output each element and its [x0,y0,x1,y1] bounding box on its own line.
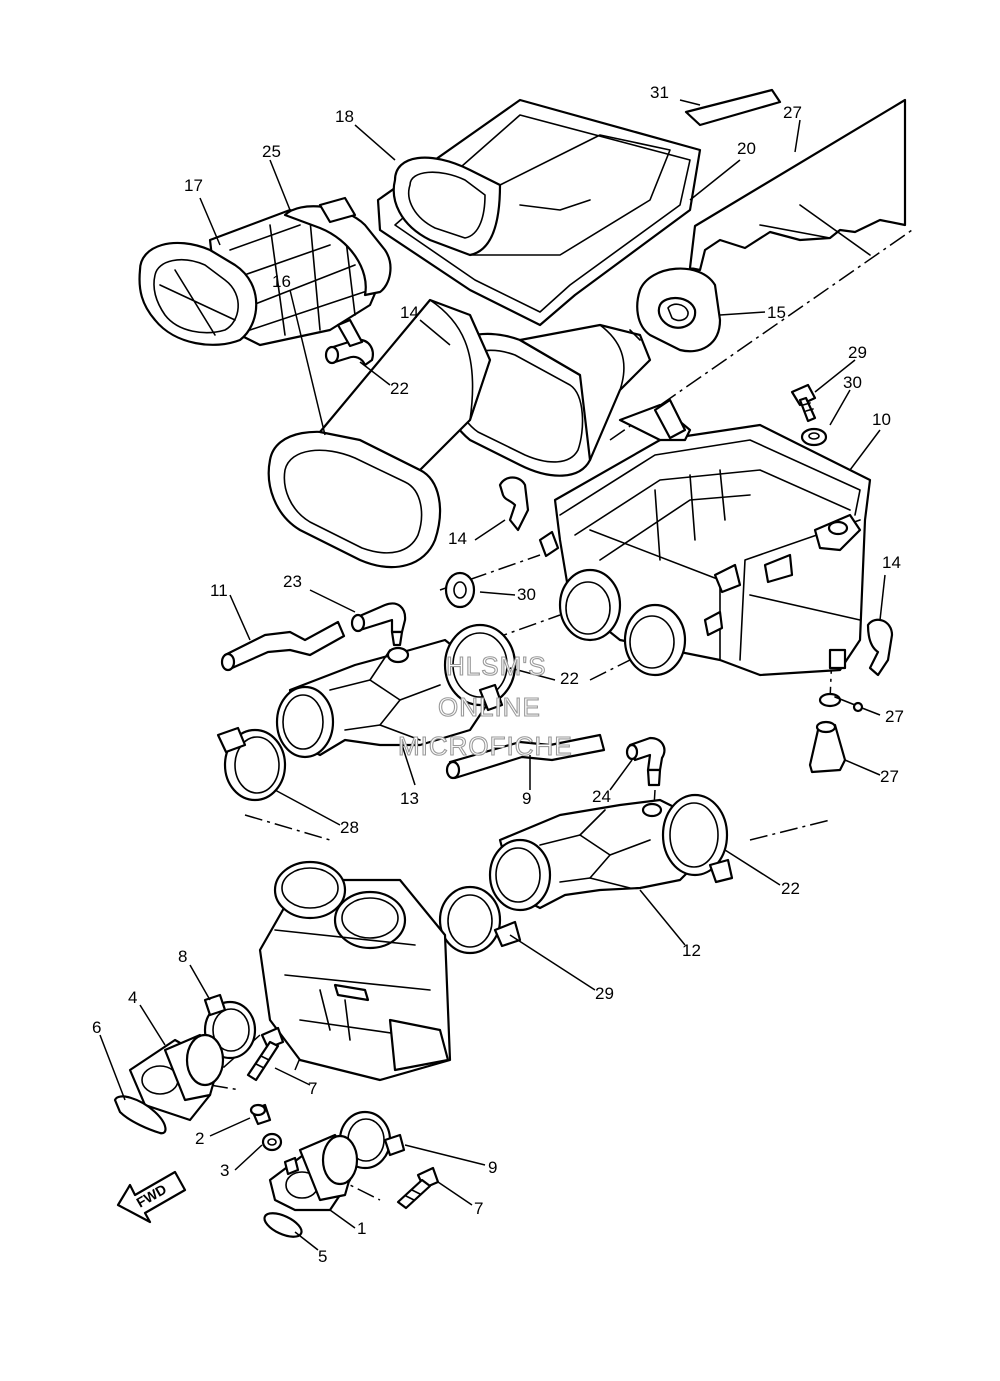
callout-17: 16 [272,272,291,291]
callout-14-left: 14 [448,529,467,548]
callout-10: 11 [210,581,228,600]
callout-5: 5 [318,1247,327,1266]
callout-25: 27 [880,767,899,786]
drain-cap-25 [808,720,847,774]
callout-31: 31 [650,83,669,102]
drain-clip-26 [818,692,864,713]
callout-28: 29 [848,343,867,362]
hose-10 [220,620,346,672]
callout-19: 18 [335,107,354,126]
bolt-28 [790,383,817,423]
intake-duct-19 [376,98,702,327]
callout-9: 9 [522,789,531,808]
intake-manifold-1 [268,1133,359,1212]
cap-2 [249,1103,272,1126]
leader-lines [99,99,886,1251]
elbow-fitting-22-top [324,318,374,367]
intake-manifold-4 [128,1033,225,1122]
callout-8-upper: 8 [178,947,187,966]
cover-plate-24 [688,98,907,272]
callout-6: 6 [92,1018,101,1037]
callout-27-lower: 29 [595,984,614,1003]
elbow-fitting-22-middle [350,602,407,647]
bolt-7-upper [246,1026,285,1082]
hose-clamp-27-lower [438,885,522,955]
callout-12: 12 [682,941,701,960]
air-filter-element-18 [138,196,392,347]
callout-16: 15 [767,303,786,322]
callout-22-middle: 23 [283,572,302,591]
intake-joint-13 [275,623,517,759]
callout-27-upper: 28 [340,818,359,837]
callout-14-right: 14 [882,553,901,572]
hose-9 [445,733,606,780]
callout-23: 25 [262,142,281,161]
watermark-line-1: HLSM'S [446,651,547,681]
washer-29 [800,427,828,447]
callout-21-lower: 22 [781,879,800,898]
callout-13: 13 [400,789,419,808]
o-ring-6 [113,1095,167,1135]
intake-joint-12 [488,793,734,912]
callout-18: 17 [184,176,203,195]
callout-1: 1 [357,1219,366,1238]
callout-2: 2 [195,1129,204,1148]
callout-4: 4 [128,988,137,1007]
callout-29: 30 [843,373,862,392]
bolt-7-lower [396,1166,440,1210]
callout-7-upper: 7 [308,1079,317,1098]
callout-22-top: 22 [390,379,409,398]
carburetor-assembly [258,860,452,1082]
callout-7-lower: 7 [474,1199,483,1218]
callout-26: 27 [885,707,904,726]
air-box-11 [538,398,872,677]
callout-30: 30 [517,585,536,604]
hose-clamp-27-upper [216,726,287,802]
forward-direction-arrow: FWD [116,1170,187,1224]
label-31 [684,88,782,127]
callout-labels: 31 27 18 20 25 17 14 15 22 16 29 30 10 1… [92,83,904,1266]
callout-8-lower: 9 [488,1158,497,1177]
grommet-30 [444,571,476,609]
callout-15: 14 [400,303,419,322]
callout-11: 10 [872,410,891,429]
callout-21-upper: 22 [560,669,579,688]
watermark-line-2: ONLINE [438,692,541,722]
clip-14-left [498,476,530,532]
clip-14-right [866,618,894,677]
callout-20: 20 [737,139,756,158]
grommet-plate-16 [636,267,722,353]
callout-22-lower: 24 [592,787,611,806]
o-ring-5 [263,1212,303,1238]
watermark: HLSM'S ONLINE MICROFICHE [397,650,573,761]
clip-3 [261,1132,283,1152]
watermark-line-3: MICROFICHE [398,731,573,761]
elbow-fitting-22-lower [625,736,666,787]
callout-3: 3 [220,1161,229,1180]
callout-24: 27 [783,103,802,122]
